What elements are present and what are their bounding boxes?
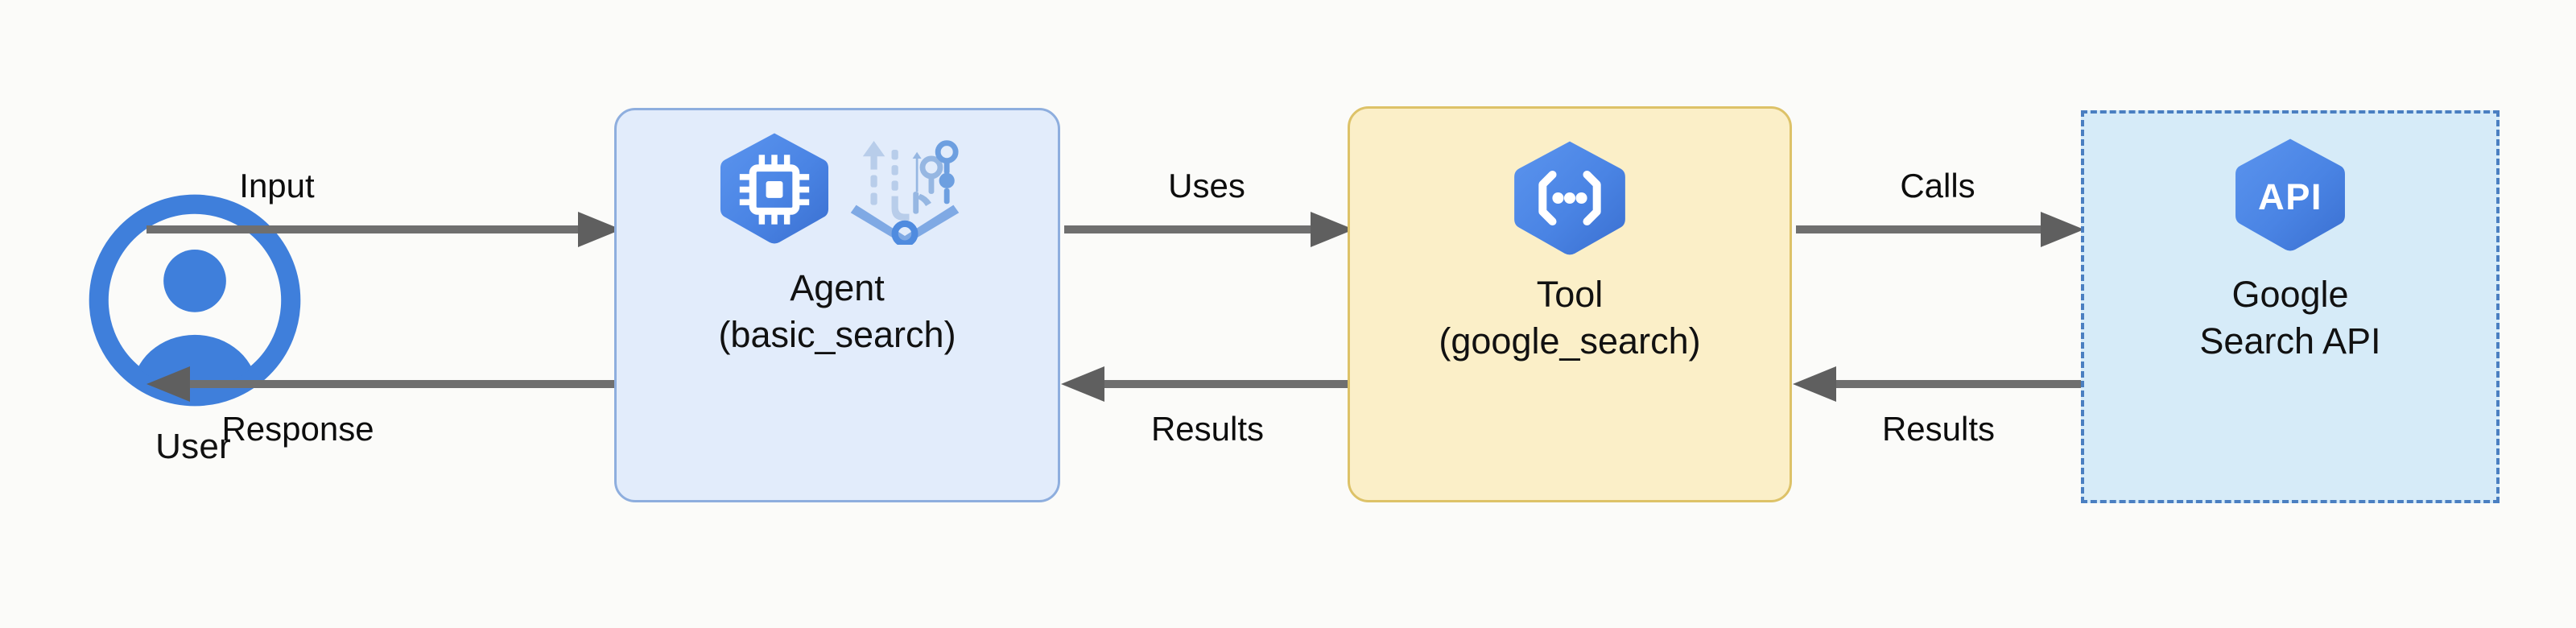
- edge-label-response: Response: [221, 410, 374, 448]
- arrow-api-to-tool: [1793, 366, 2084, 402]
- arrow-agent-to-user: [147, 366, 621, 402]
- agent-workflow-icon: [849, 132, 960, 249]
- node-tool-label-line1: Tool: [1536, 274, 1604, 315]
- edge-label-results-api: Results: [1881, 410, 1996, 448]
- arrow-tool-to-api: [1796, 212, 2084, 247]
- node-tool-label: Tool (google_search): [1350, 271, 1790, 365]
- node-agent-label: Agent (basic_search): [617, 265, 1058, 358]
- tool-icon-row: [1350, 139, 1790, 260]
- agent-icon-row: [617, 131, 1058, 249]
- user-avatar-icon: [87, 192, 303, 408]
- node-tool-label-line2: (google_search): [1439, 320, 1701, 362]
- api-hexagon-text: API: [2258, 176, 2322, 217]
- node-google-search-api[interactable]: API Google Search API: [2081, 110, 2500, 503]
- api-icon-row: API: [2084, 136, 2496, 257]
- cpu-chip-hexagon-icon: [714, 130, 835, 251]
- edge-label-input: Input: [239, 167, 315, 205]
- arrow-tool-to-agent: [1061, 366, 1351, 402]
- edge-label-results-tool: Results: [1150, 410, 1265, 448]
- api-hexagon-icon: API: [2229, 135, 2351, 258]
- arrow-user-to-agent: [147, 212, 621, 247]
- node-tool[interactable]: Tool (google_search): [1348, 106, 1792, 502]
- edge-label-calls: Calls: [1900, 167, 1975, 205]
- edge-label-uses: Uses: [1168, 167, 1245, 205]
- node-agent[interactable]: Agent (basic_search): [614, 108, 1060, 502]
- node-agent-label-line2: (basic_search): [718, 314, 956, 355]
- node-api-label-line2: Search API: [2199, 320, 2381, 362]
- node-agent-label-line1: Agent: [790, 267, 885, 308]
- node-api-label-line1: Google: [2231, 274, 2349, 315]
- node-user-label: User: [155, 427, 231, 466]
- code-brackets-hexagon-icon: [1507, 138, 1633, 262]
- node-user[interactable]: User: [48, 181, 338, 503]
- node-google-search-api-label: Google Search API: [2084, 271, 2496, 365]
- arrow-agent-to-tool: [1064, 212, 1354, 247]
